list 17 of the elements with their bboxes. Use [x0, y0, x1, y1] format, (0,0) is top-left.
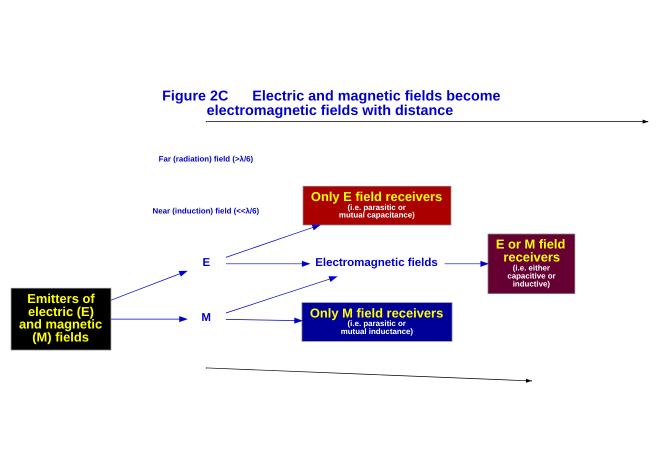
- label: Far (radiation) field (>λ/6): [158, 154, 254, 164]
- node-box: Emitters of electric (E) and magnetic (M) fields: [10, 287, 112, 350]
- label: Near (induction) field (<<λ/6): [152, 206, 260, 215]
- arrow: [444, 260, 490, 266]
- node-text: E: [202, 256, 210, 268]
- node-box: Only E field receivers (i.e. parasitic or mutual capacitance): [302, 185, 452, 225]
- node-text: M: [201, 312, 211, 324]
- node-box: Only M field receivers (i.e. parasitic or mutual inductance): [302, 302, 452, 342]
- arrow: [110, 270, 188, 300]
- arrow: [110, 316, 188, 322]
- diagram-title: Figure 2C Electric and magnetic fields become electromagnetic fields with distance: [162, 88, 501, 118]
- arrow: [226, 276, 338, 313]
- node-text: Electromagnetic fields: [315, 256, 438, 268]
- arrow: [226, 317, 303, 324]
- arrow: [226, 260, 310, 266]
- arrow: [226, 224, 321, 258]
- node-box: E or M field receivers (i.e. either capacitive or inductive): [488, 233, 576, 294]
